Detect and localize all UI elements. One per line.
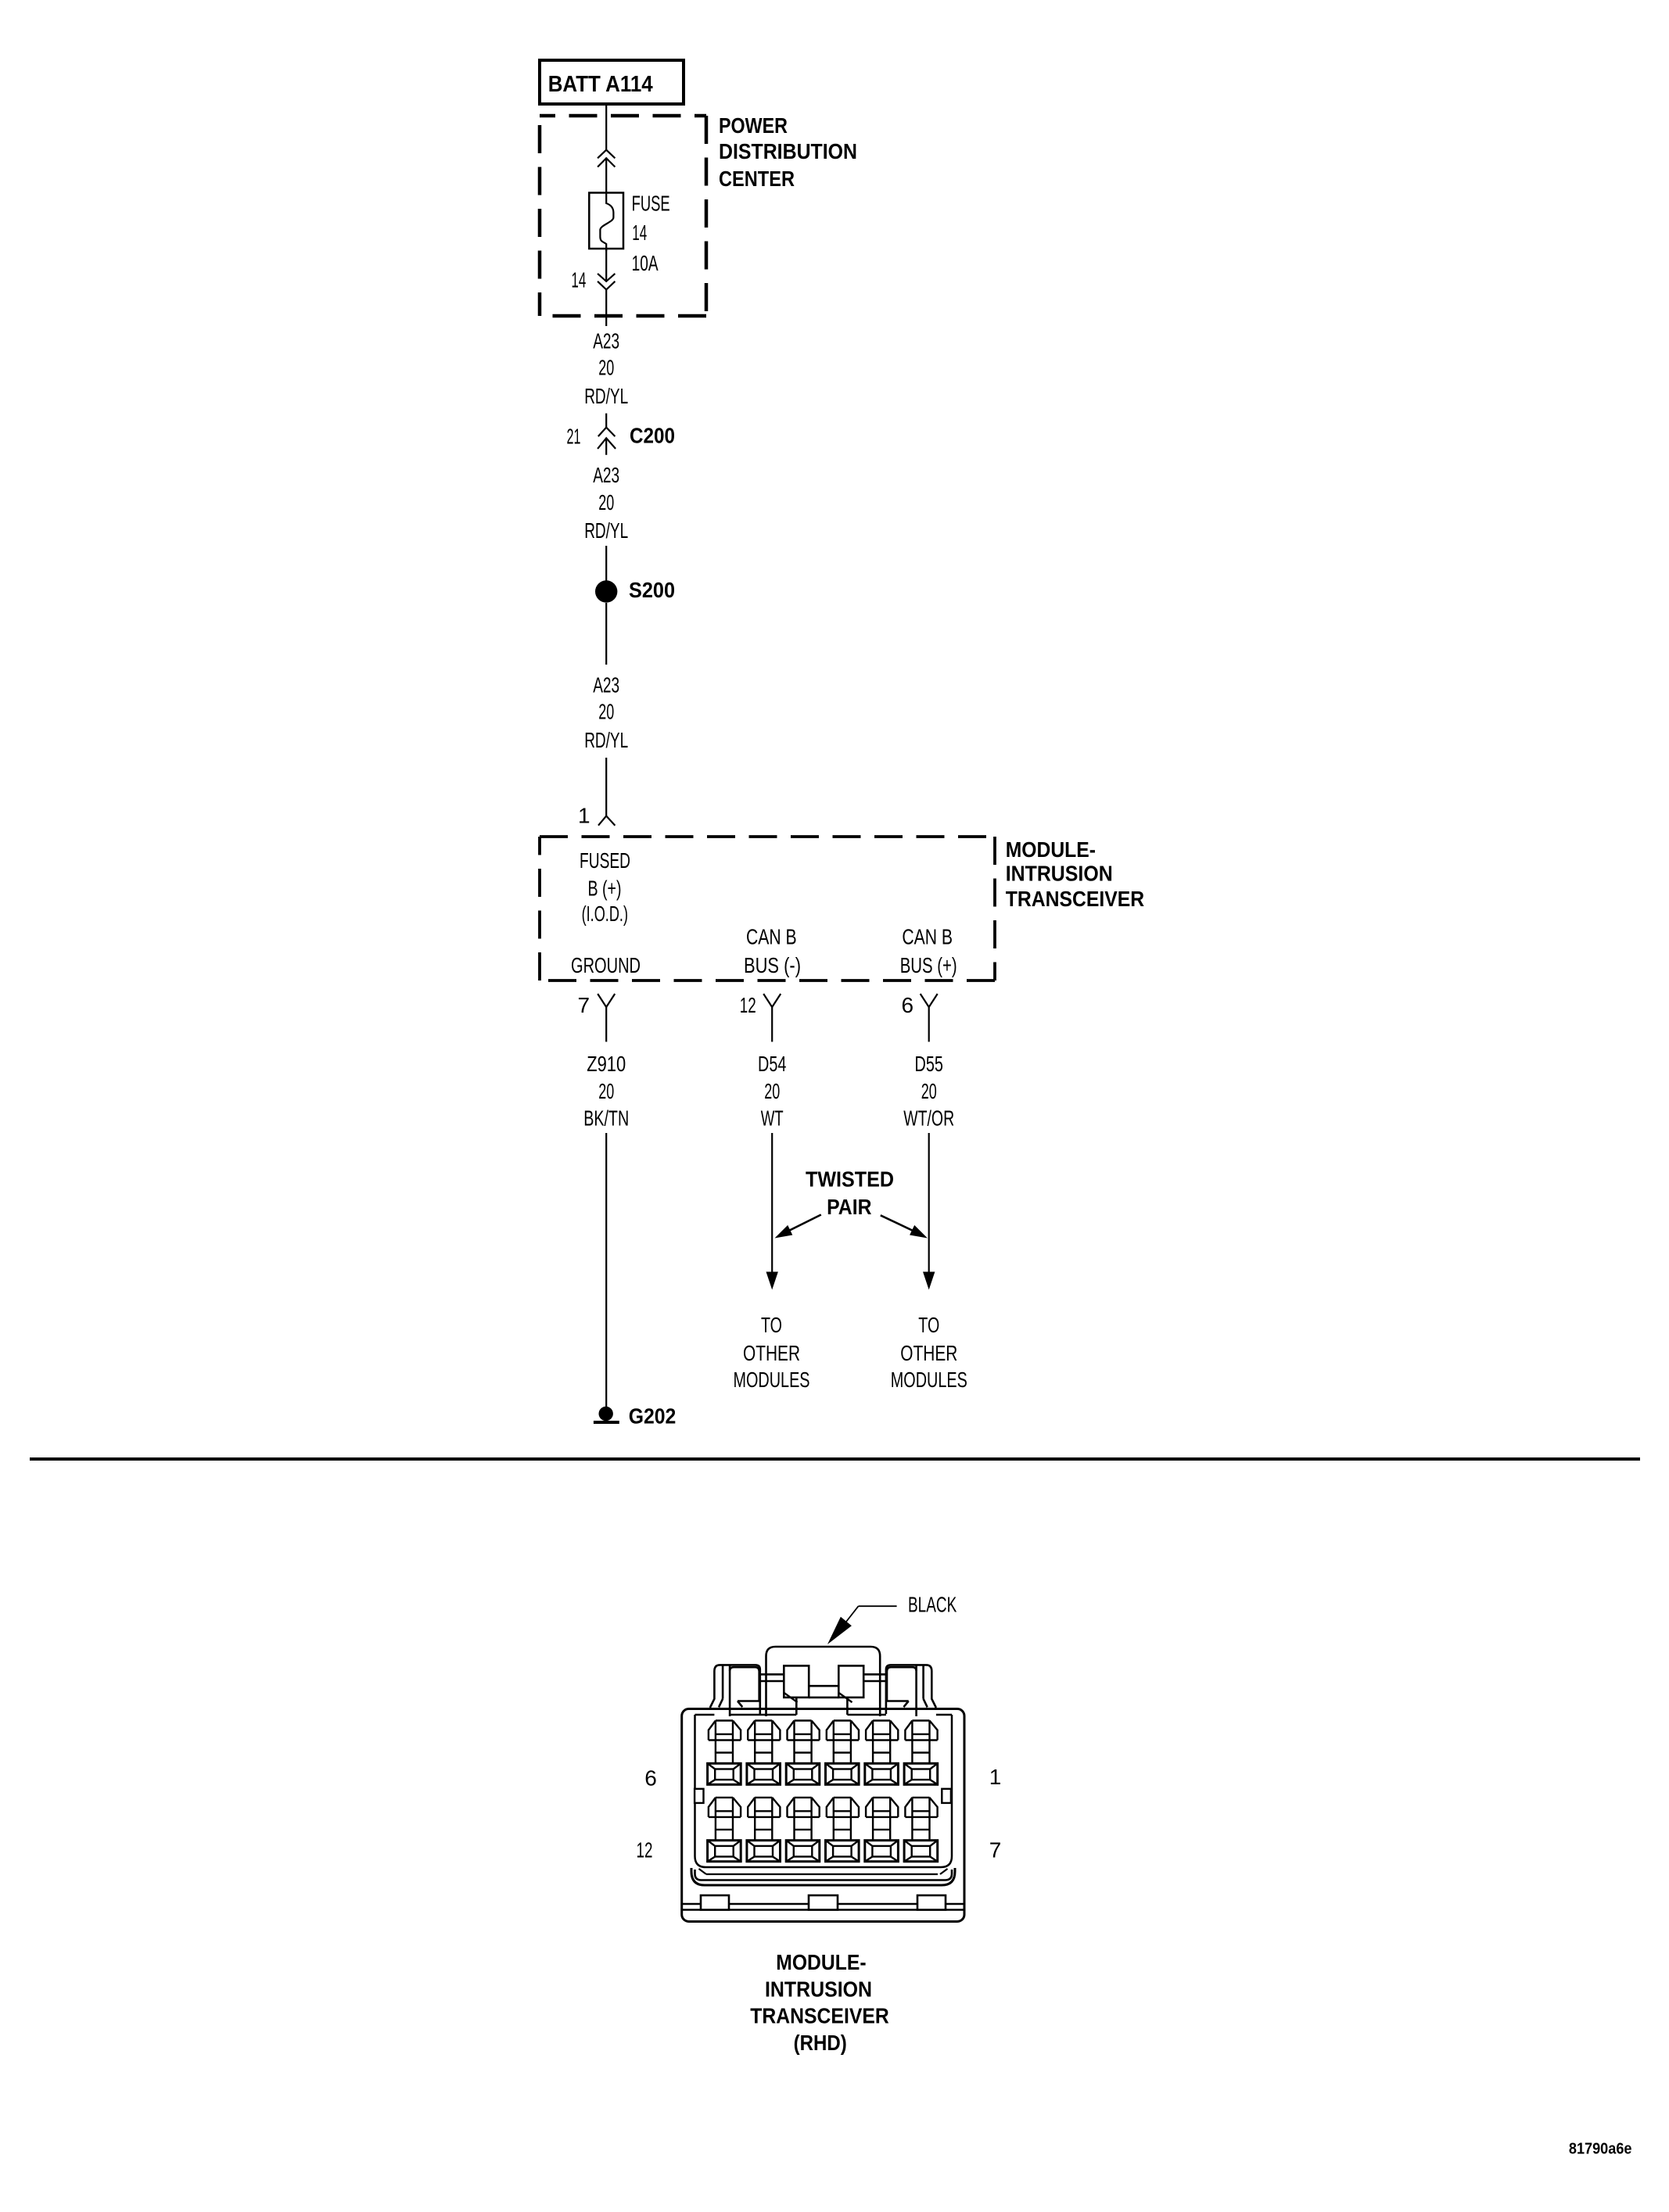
svg-text:GROUND: GROUND [571,953,641,977]
svg-text:20: 20 [764,1079,780,1103]
svg-text:A23: A23 [593,463,619,487]
svg-text:MODULES: MODULES [891,1368,967,1392]
svg-text:6: 6 [902,993,914,1017]
svg-text:TRANSCEIVER: TRANSCEIVER [1006,887,1145,911]
svg-text:BUS (-): BUS (-) [744,953,801,977]
svg-text:TWISTED: TWISTED [806,1167,894,1192]
svg-text:INTRUSION: INTRUSION [765,1977,872,2001]
svg-text:D55: D55 [915,1052,943,1076]
svg-text:CAN B: CAN B [746,925,797,949]
svg-text:RD/YL: RD/YL [584,728,628,752]
svg-text:1: 1 [578,804,590,828]
svg-text:A23: A23 [593,328,619,353]
svg-text:BUS (+): BUS (+) [900,953,957,977]
svg-text:CAN B: CAN B [902,925,953,949]
svg-text:S200: S200 [629,578,675,602]
svg-text:7: 7 [578,993,590,1017]
svg-text:20: 20 [598,356,614,380]
svg-text:PAIR: PAIR [827,1195,871,1219]
svg-text:6: 6 [644,1766,657,1791]
svg-text:FUSE: FUSE [632,192,670,216]
svg-text:MODULE-: MODULE- [1006,837,1096,862]
svg-text:POWER: POWER [719,113,788,138]
svg-text:OTHER: OTHER [743,1341,800,1365]
svg-text:WT: WT [761,1106,784,1131]
svg-text:DISTRIBUTION: DISTRIBUTION [719,139,857,163]
svg-text:G202: G202 [629,1404,677,1429]
svg-text:12: 12 [740,993,756,1017]
svg-text:TO: TO [761,1313,782,1337]
svg-text:B (+): B (+) [588,877,622,901]
svg-text:7: 7 [989,1838,1002,1862]
svg-text:BLACK: BLACK [908,1593,957,1617]
svg-text:81790a6e: 81790a6e [1569,2139,1632,2157]
svg-text:TRANSCEIVER: TRANSCEIVER [750,2004,889,2028]
svg-text:MODULE-: MODULE- [776,1950,866,1974]
svg-text:14: 14 [632,220,647,245]
svg-text:WT/OR: WT/OR [903,1106,954,1131]
svg-text:20: 20 [921,1079,937,1103]
svg-text:(I.O.D.): (I.O.D.) [582,902,628,926]
svg-text:D54: D54 [758,1052,786,1076]
svg-text:C200: C200 [630,424,675,448]
svg-text:RD/YL: RD/YL [584,518,628,543]
svg-text:BATT A114: BATT A114 [548,72,653,97]
svg-text:BK/TN: BK/TN [583,1106,629,1131]
svg-text:CENTER: CENTER [719,167,795,191]
svg-text:(RHD): (RHD) [794,2031,847,2055]
svg-text:INTRUSION: INTRUSION [1006,862,1113,886]
svg-text:21: 21 [567,425,581,449]
svg-text:FUSED: FUSED [580,848,630,873]
svg-text:1: 1 [989,1765,1002,1789]
svg-text:TO: TO [918,1313,939,1337]
svg-text:MODULES: MODULES [734,1368,810,1392]
svg-text:10A: 10A [632,251,659,275]
svg-text:OTHER: OTHER [900,1341,957,1365]
svg-text:20: 20 [598,490,614,514]
svg-text:Z910: Z910 [587,1052,626,1076]
svg-text:20: 20 [598,700,614,724]
svg-text:14: 14 [571,268,586,292]
svg-text:12: 12 [637,1838,653,1862]
svg-text:RD/YL: RD/YL [584,384,628,408]
svg-text:A23: A23 [593,672,619,697]
svg-text:20: 20 [598,1079,614,1103]
